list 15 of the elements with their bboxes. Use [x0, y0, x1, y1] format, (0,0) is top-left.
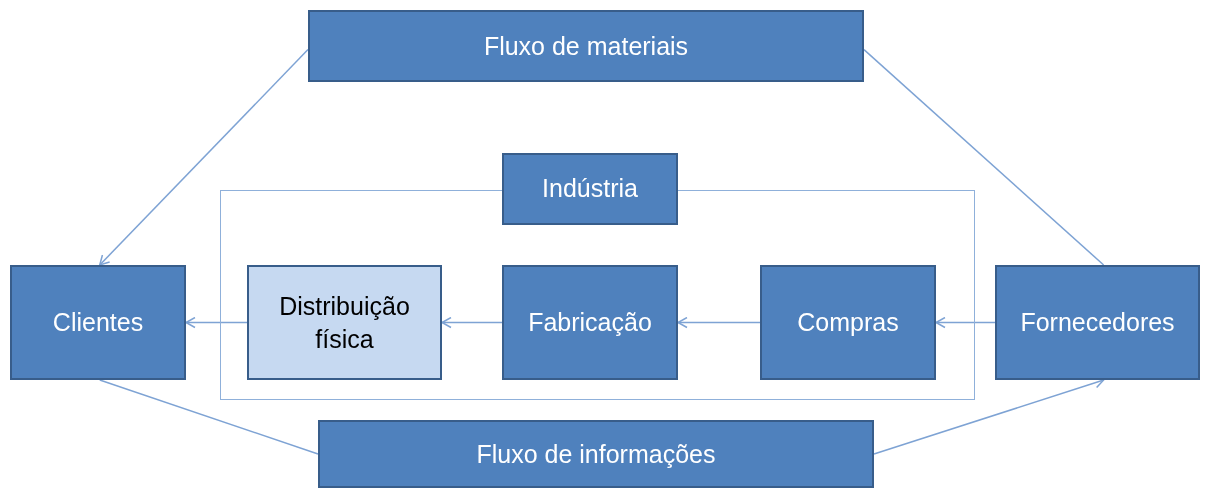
arrow — [677, 316, 761, 329]
connector-line — [99, 379, 319, 455]
process-box: Distribuição física — [247, 265, 442, 380]
group-heading: Indústria — [502, 153, 678, 225]
connector-line — [863, 48, 1105, 266]
arrow — [441, 316, 503, 329]
process-box: Fabricação — [502, 265, 678, 380]
arrow — [935, 316, 996, 329]
process-box: Fluxo de informações — [318, 420, 874, 488]
process-box: Fluxo de materiais — [308, 10, 864, 82]
arrow — [185, 316, 248, 329]
arrow — [99, 48, 309, 266]
process-box: Fornecedores — [995, 265, 1200, 380]
process-box: Clientes — [10, 265, 186, 380]
process-box: Compras — [760, 265, 936, 380]
